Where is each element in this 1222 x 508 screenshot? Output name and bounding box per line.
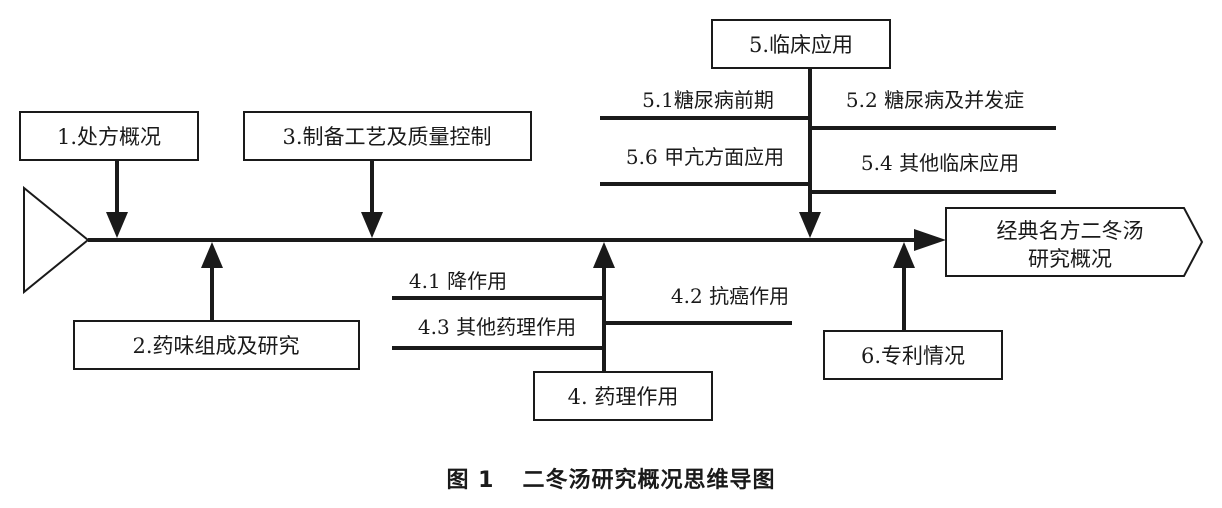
node-6-box (823, 330, 1003, 380)
sub-5-1-label: 5.1糖尿病前期 (642, 88, 774, 112)
sub-5-4-label: 5.4 其他临床应用 (861, 151, 1019, 175)
branch-5-arrowhead (799, 212, 821, 238)
node-5-label: 5.临床应用 (749, 33, 853, 57)
spine-arrowhead (914, 229, 946, 251)
sub-5-6-label: 5.6 甲亢方面应用 (626, 145, 784, 169)
node-3-label: 3.制备工艺及质量控制 (282, 125, 491, 149)
node-4-box (533, 371, 713, 421)
head-line-1: 经典名方二冬汤 (997, 219, 1144, 243)
node-1-label: 1.处方概况 (57, 125, 161, 149)
sub-5-2-label: 5.2 糖尿病及并发症 (846, 88, 1024, 112)
node-3-box (243, 111, 532, 161)
node-2-label: 2.药味组成及研究 (132, 334, 299, 358)
fish-tail (23, 185, 90, 295)
branch-4-arrowhead (593, 242, 615, 268)
node-4-label: 4. 药理作用 (568, 385, 679, 409)
figure-number: 图 1 (446, 468, 495, 493)
branch-3-arrowhead (361, 212, 383, 238)
node-1-box (19, 111, 199, 161)
branch-6-arrowhead (893, 242, 915, 268)
figure-title: 二冬汤研究概况思维导图 (522, 468, 776, 493)
branch-1-arrowhead (106, 212, 128, 238)
sub-4-3-label: 4.3 其他药理作用 (418, 315, 576, 339)
head-box (945, 207, 1204, 277)
branch-2-arrowhead (201, 242, 223, 268)
head-line-2: 研究概况 (1028, 247, 1112, 271)
sub-4-1-label: 4.1 降作用 (409, 269, 507, 293)
node-6-label: 6.专利情况 (861, 344, 965, 368)
node-2-box (73, 320, 360, 370)
sub-4-2-label: 4.2 抗癌作用 (671, 284, 789, 308)
node-5-box (711, 19, 891, 69)
figure-caption: 图 1 二冬汤研究概况思维导图 (0, 462, 1222, 494)
fishbone-diagram: 经典名方二冬汤 研究概况 1.处方概况 3.制备工艺及质量控制 2.药味组成及研… (19, 19, 1204, 421)
